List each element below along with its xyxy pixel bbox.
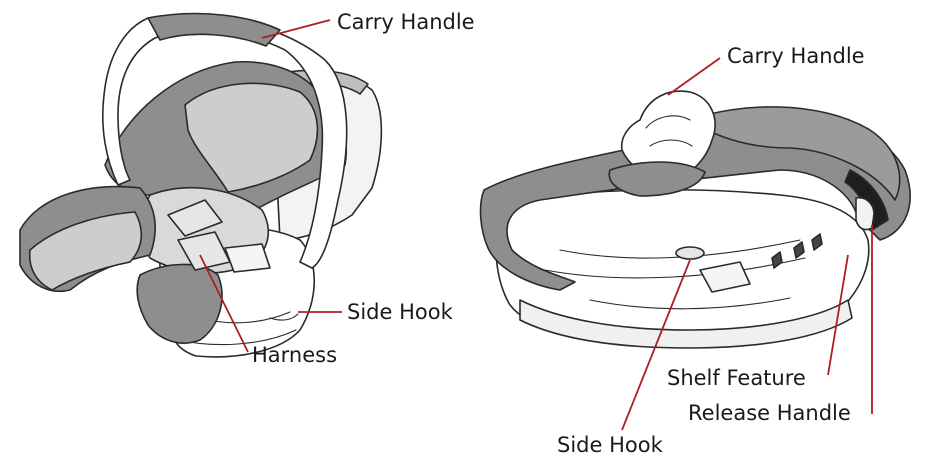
label-right-release-handle: Release Handle xyxy=(688,401,851,425)
left-car-seat-illustration xyxy=(20,14,381,357)
label-right-shelf-feature: Shelf Feature xyxy=(667,366,806,390)
leader-right-carry-handle xyxy=(668,58,720,95)
label-left-carry-handle: Carry Handle xyxy=(337,10,475,34)
label-left-side-hook: Side Hook xyxy=(347,300,454,324)
label-left-harness: Harness xyxy=(252,343,337,367)
label-right-side-hook: Side Hook xyxy=(557,433,664,457)
right-car-seat-illustration xyxy=(481,91,911,348)
label-right-carry-handle: Carry Handle xyxy=(727,44,865,68)
